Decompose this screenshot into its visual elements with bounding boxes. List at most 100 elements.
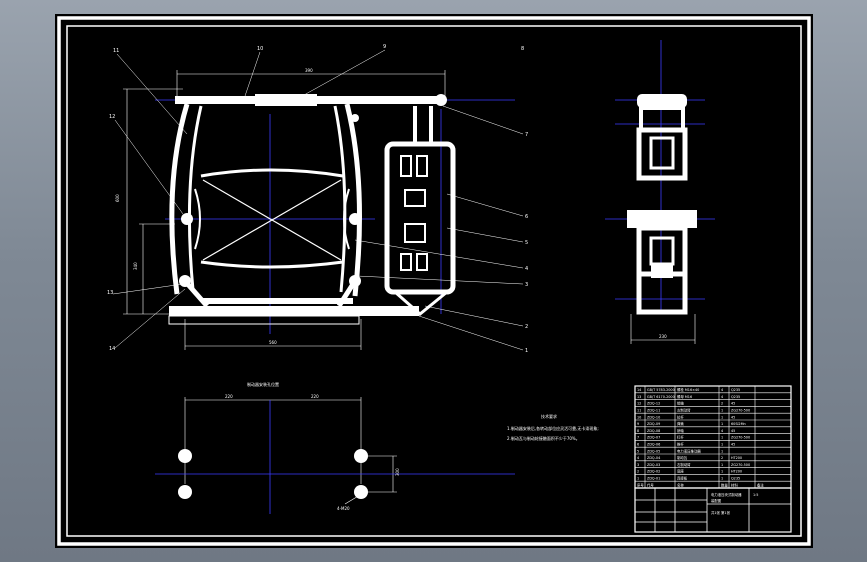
parts-list-cell: 拉杆 (677, 414, 684, 419)
parts-list-cell: 1 (721, 477, 723, 481)
dimension-texts: 390 600 560 340 (115, 68, 313, 345)
cad-viewport[interactable]: 11 10 9 12 13 14 7 6 5 4 3 2 1 8 390 600… (55, 14, 813, 548)
part-label: 1 (525, 348, 528, 354)
parts-list-cell: ZDQ-06 (647, 443, 660, 447)
parts-list-cell: 连接板 (677, 476, 688, 481)
parts-list-cell: 10 (637, 415, 641, 419)
dim-side-height: 340 (133, 262, 138, 270)
parts-list-cell: 推杆 (677, 442, 684, 447)
parts-header-cell: 备注 (757, 482, 764, 487)
parts-list-cell: 13 (637, 395, 641, 399)
plan-view-title: 制动器安装孔位置 (247, 381, 279, 387)
part-label: 8 (521, 46, 524, 52)
parts-list-cell: HT200 (731, 470, 742, 474)
parts-list-cell: 电力液压推动器 (677, 448, 701, 453)
parts-list-cell: ZG270-500 (731, 436, 750, 440)
parts-list-cell: Q235 (731, 388, 740, 392)
parts-list-cell: ZDQ-01 (647, 477, 660, 481)
parts-list-cell: ZDQ-12 (647, 402, 660, 406)
parts-list-cell: 螺栓 M16×40 (677, 387, 699, 392)
part-label: 7 (525, 132, 528, 138)
parts-list-cell: 45 (731, 402, 735, 406)
technical-notes: 技术要求 1.制动器安装后,各转动部位应灵活可靠,无卡滞现象; 2.制动瓦与制动… (507, 413, 599, 441)
parts-list-cell: 60Si2Mn (731, 422, 746, 426)
part-label: 12 (109, 114, 115, 120)
parts-list-cell: 11 (637, 409, 641, 413)
parts-list-cell: 6 (637, 443, 639, 447)
part-label: 10 (257, 46, 263, 52)
parts-list-cell: 螺母 M16 (677, 394, 692, 399)
part-label: 13 (107, 290, 113, 296)
parts-list-cell: 销轴 (677, 428, 684, 433)
parts-list-cell: HT200 (731, 456, 742, 460)
parts-list-cell: 7 (637, 436, 639, 440)
parts-list-cell: 右制动臂 (677, 462, 691, 467)
parts-list-cell: ZG270-500 (731, 409, 750, 413)
title-block-title: 电力液压块式制动器 (711, 492, 742, 497)
parts-list-cell: 4 (637, 456, 639, 460)
part-label: 4 (525, 266, 528, 272)
assembly-drawing: 11 10 9 12 13 14 7 6 5 4 3 2 1 8 390 600… (57, 16, 811, 546)
parts-list-cell: 4 (721, 395, 723, 399)
parts-list-cell: 12 (637, 402, 641, 406)
title-block-scale: 1:5 (753, 493, 758, 497)
parts-list-cell: 8 (637, 429, 639, 433)
parts-list-cell: ZDQ-07 (647, 436, 660, 440)
parts-list-cell: 4 (721, 388, 723, 392)
parts-list-cell: ZDQ-10 (647, 415, 660, 419)
parts-list-cell: ZDQ-03 (647, 463, 660, 467)
holes-callout: 4-M20 (337, 506, 350, 511)
parts-header-cell: 材料 (731, 482, 738, 487)
parts-list-cell: 1 (721, 463, 723, 467)
part-label: 9 (383, 44, 386, 50)
parts-list-cell: 1 (721, 436, 723, 440)
title-block (634, 487, 792, 533)
parts-header-cell: 名称 (677, 482, 684, 487)
part-label: 6 (525, 214, 528, 220)
parts-list-cell: 底座 (677, 469, 684, 474)
parts-list-cell: ZDQ-04 (647, 456, 660, 460)
part-labels: 11 10 9 12 13 14 7 6 5 4 3 2 1 8 (107, 44, 528, 354)
parts-header-cell: 数量 (721, 482, 728, 487)
parts-list-cell: 2 (637, 470, 639, 474)
parts-list-cell: 2 (721, 402, 723, 406)
front-view (112, 49, 524, 351)
parts-list-cell: 1 (721, 415, 723, 419)
parts-list-cell: 1 (721, 422, 723, 426)
parts-list-cell: 1 (721, 443, 723, 447)
part-label: 14 (109, 346, 115, 352)
parts-list-cell: 4 (721, 429, 723, 433)
parts-list (634, 385, 792, 489)
plan-view (155, 397, 515, 514)
parts-list-cell: ZDQ-11 (647, 409, 660, 413)
parts-list-cell: 制动瓦 (677, 455, 688, 460)
parts-list-cell: Q235 (731, 395, 740, 399)
title-block-subtitle: 装配图 (711, 498, 722, 503)
parts-list-cell: 杠杆 (677, 435, 684, 440)
dim-holes-right: 220 (311, 394, 319, 399)
parts-list-cell: 45 (731, 429, 735, 433)
notes-heading: 技术要求 (541, 413, 557, 419)
dim-holes-left: 220 (225, 394, 233, 399)
parts-list-cell: ZG270-500 (731, 463, 750, 467)
parts-list-cell: 1 (721, 470, 723, 474)
parts-list-cell: GB/T 6170-2000 (647, 395, 675, 399)
parts-list-cell: 9 (637, 422, 639, 426)
parts-list-cell: GB/T 5783-2000 (647, 388, 675, 392)
parts-list-cell: 45 (731, 415, 735, 419)
part-label: 11 (113, 48, 119, 54)
parts-list-cell: Q235 (731, 477, 740, 481)
parts-list-cell: 1 (721, 409, 723, 413)
dim-holes-vertical: 300 (395, 468, 400, 476)
parts-header-cell: 代号 (647, 482, 654, 487)
parts-list-cell: ZDQ-05 (647, 449, 660, 453)
parts-list-cell: 14 (637, 388, 641, 392)
parts-list-cell: 左制动臂 (677, 408, 691, 413)
dim-base-width: 560 (269, 340, 277, 345)
parts-list-cell: 销轴 (677, 401, 684, 406)
dim-side-base: 230 (659, 334, 667, 339)
parts-list-cell: 1 (721, 449, 723, 453)
parts-list-cell: ZDQ-02 (647, 470, 660, 474)
parts-list-cell: 3 (637, 463, 639, 467)
notes-line-1: 1.制动器安装后,各转动部位应灵活可靠,无卡滞现象; (507, 425, 599, 431)
